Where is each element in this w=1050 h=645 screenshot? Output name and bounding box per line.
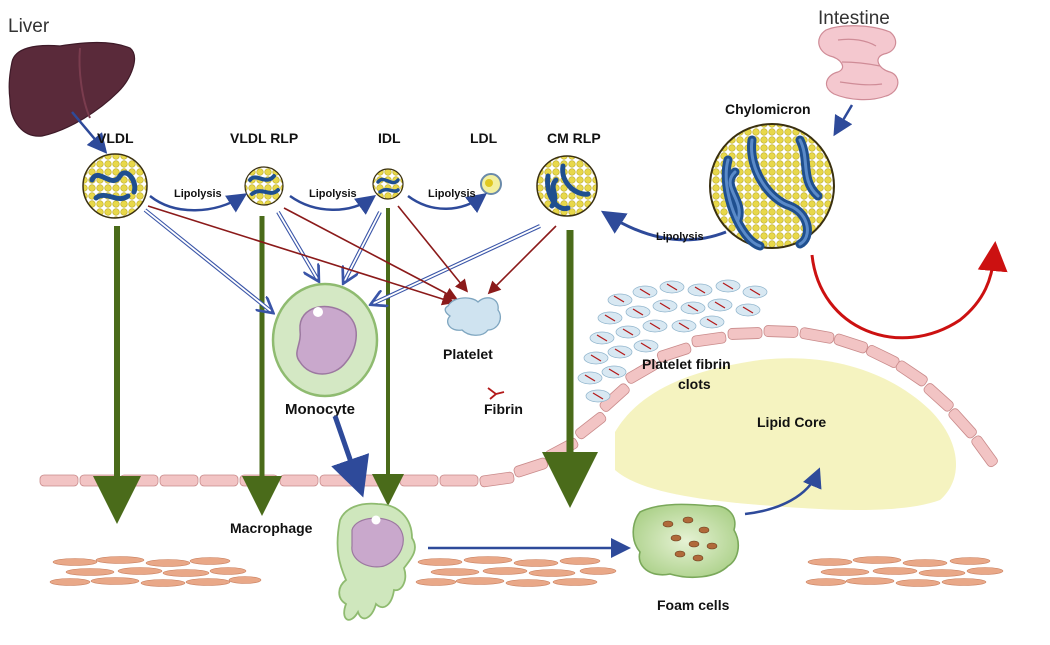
cm-lipolysis-arrow bbox=[600, 210, 727, 242]
intestine-to-chylomicron-arrow bbox=[833, 104, 854, 137]
monocyte-to-macrophage-arrow bbox=[331, 415, 370, 498]
lipid-core-label: Lipid Core bbox=[757, 414, 826, 430]
smooth-muscle-layer bbox=[49, 556, 1004, 587]
vldl-rlp-lipolysis-arrow bbox=[289, 194, 377, 215]
platelet-activation-arrows bbox=[147, 205, 557, 306]
lipolysis-label-3: Lipolysis bbox=[428, 188, 476, 200]
chylomicron-red-arrow bbox=[810, 241, 1008, 340]
platelet-fibrin-clots bbox=[577, 279, 768, 403]
liver-icon bbox=[8, 41, 135, 137]
lipolysis-label-2: Lipolysis bbox=[309, 188, 357, 200]
vldl-rlp-label: VLDL RLP bbox=[230, 130, 298, 146]
ldl-particle bbox=[480, 173, 502, 195]
macrophage-label: Macrophage bbox=[230, 520, 313, 536]
smooth-muscle-middle bbox=[415, 556, 617, 587]
vldl-particle bbox=[82, 153, 148, 219]
intestine-icon bbox=[818, 25, 899, 101]
macrophage-cell bbox=[336, 502, 416, 621]
lipolysis-label-4: Lipolysis bbox=[656, 231, 704, 243]
chylomicron-label: Chylomicron bbox=[725, 101, 811, 117]
idl-label: IDL bbox=[378, 130, 401, 146]
cm-rlp-particle bbox=[536, 155, 598, 217]
intestine-label: Intestine bbox=[818, 8, 890, 29]
smooth-muscle-right bbox=[805, 556, 1004, 587]
lipid-core bbox=[615, 358, 957, 510]
vldl-lipolysis-arrow bbox=[149, 193, 248, 213]
green-penetration-arrows bbox=[93, 208, 598, 524]
cm-rlp-label: CM RLP bbox=[547, 130, 601, 146]
platelet-label: Platelet bbox=[443, 346, 493, 362]
clots-label-line2: clots bbox=[678, 376, 711, 392]
chylomicron-particle bbox=[709, 123, 835, 251]
clots-label-line1: Platelet fibrin bbox=[642, 356, 731, 372]
liver-to-vldl-arrow bbox=[71, 111, 108, 154]
fibrin-icon bbox=[487, 387, 505, 400]
vldl-rlp-particle bbox=[244, 166, 284, 206]
monocyte-cell bbox=[271, 282, 379, 398]
ldl-label: LDL bbox=[470, 130, 498, 146]
platelet-cell bbox=[444, 297, 502, 336]
foam-cell bbox=[632, 503, 740, 579]
fibrin-label: Fibrin bbox=[484, 401, 523, 417]
lipolysis-label-1: Lipolysis bbox=[174, 188, 222, 200]
foam-to-lipid-core-arrow bbox=[744, 467, 822, 516]
idl-lipolysis-arrow bbox=[407, 192, 487, 214]
idl-particle bbox=[372, 168, 404, 200]
monocyte-label: Monocyte bbox=[285, 401, 355, 418]
foam-cells-label: Foam cells bbox=[657, 597, 730, 613]
liver-label: Liver bbox=[8, 16, 50, 37]
smooth-muscle-left bbox=[49, 556, 262, 587]
vldl-label: VLDL bbox=[97, 130, 134, 146]
